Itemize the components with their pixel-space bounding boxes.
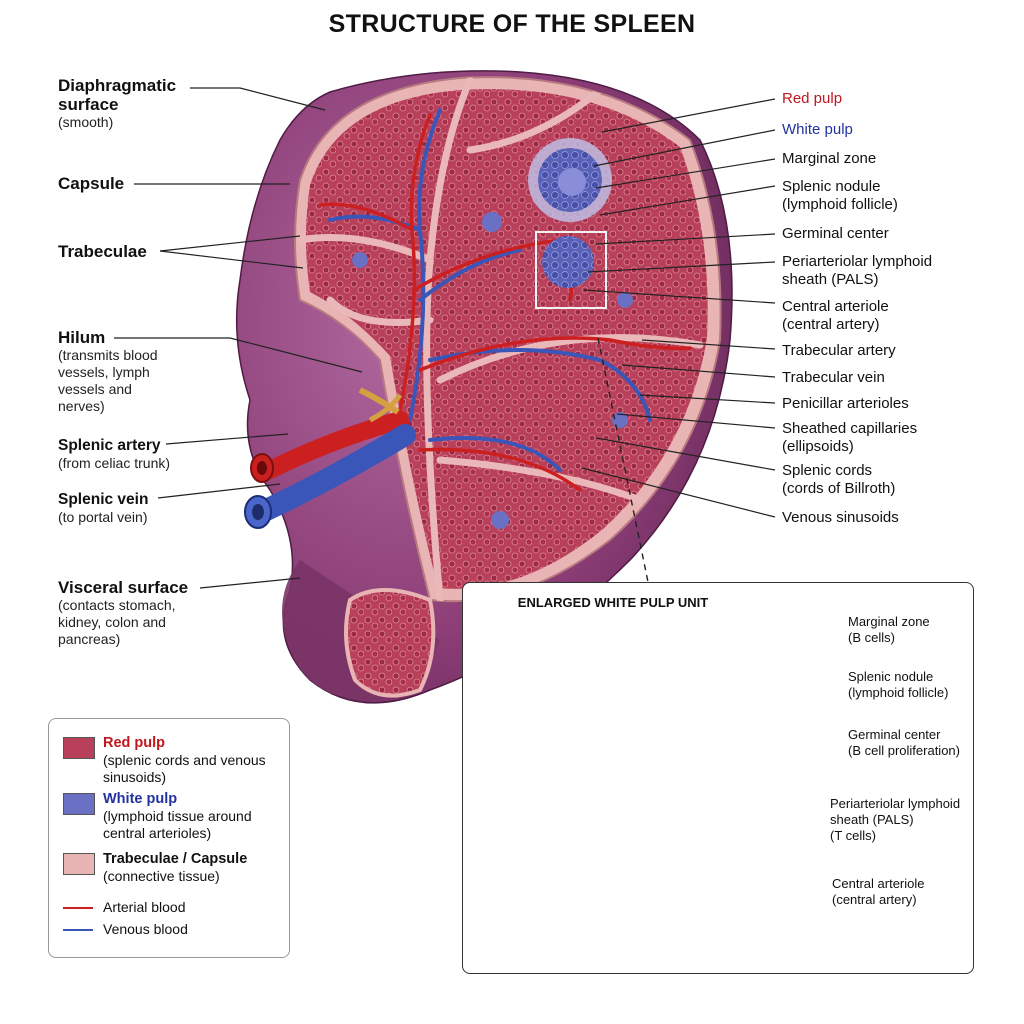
zoom-box [535,231,607,309]
enlarged-white-pulp-panel: ENLARGED WHITE PULP UNIT [462,582,974,974]
left-leaders [114,87,363,589]
inset-label-splenic-nodule: Splenic nodule (lymphoid follicle) [848,669,949,700]
label-trabecular-vein: Trabecular vein [782,369,885,386]
white-pulp-swatch [63,793,95,815]
label-splenic-nodule: Splenic nodule(lymphoid follicle) [782,178,898,213]
label-marginal-zone: Marginal zone [782,150,877,167]
diagram-title: STRUCTURE OF THE SPLEEN [328,10,696,38]
label-germinal-center: Germinal center [782,225,889,242]
label-central-arteriole: Central arteriole(central artery) [782,298,889,333]
right-leaders [581,98,776,518]
legend: Red pulp (splenic cords and venous sinus… [48,718,290,958]
label-splenic-cords: Splenic cords(cords of Billroth) [782,462,896,497]
label-white-pulp: White pulp [782,121,853,138]
inset-title: ENLARGED WHITE PULP UNIT [517,595,709,610]
inset-label-pals: Periarteriolar lymphoid sheath (PALS) (T… [830,796,961,843]
zoom-connector [597,337,649,583]
venous-line-icon [63,929,93,931]
inset-label-marginal-zone: Marginal zone (B cells) [848,614,930,645]
label-splenic-artery: Splenic artery (from celiac trunk) [58,437,171,471]
inset-label-germinal-center: Germinal center (B cell proliferation) [848,727,960,758]
hilum-vessels [244,387,416,529]
label-diaphragmatic-surface: Diaphragmatic surface (smooth) [58,76,177,130]
label-trabeculae: Trabeculae [58,242,147,261]
label-capsule: Capsule [58,174,125,193]
white-pulp-nodules [352,138,633,529]
label-venous-sinusoids: Venous sinusoids [782,509,899,526]
lower-cut-surface [344,588,436,698]
arterial-line-icon [63,907,93,909]
label-trabecular-artery: Trabecular artery [782,342,896,359]
inset-label-central-arteriole: Central arteriole (central artery) [832,876,925,907]
label-visceral-surface: Visceral surface (contacts stomach, kidn… [58,578,189,647]
label-splenic-vein: Splenic vein (to portal vein) [58,491,149,525]
label-sheathed-capillaries: Sheathed capillaries(ellipsoids) [782,420,918,455]
label-red-pulp: Red pulp [782,90,843,107]
trabeculae-swatch [63,853,95,875]
red-pulp-swatch [63,737,95,759]
label-hilum: Hilum (transmits blood vessels, lymph ve… [58,328,158,414]
label-penicillar-arterioles: Penicillar arterioles [782,395,909,412]
